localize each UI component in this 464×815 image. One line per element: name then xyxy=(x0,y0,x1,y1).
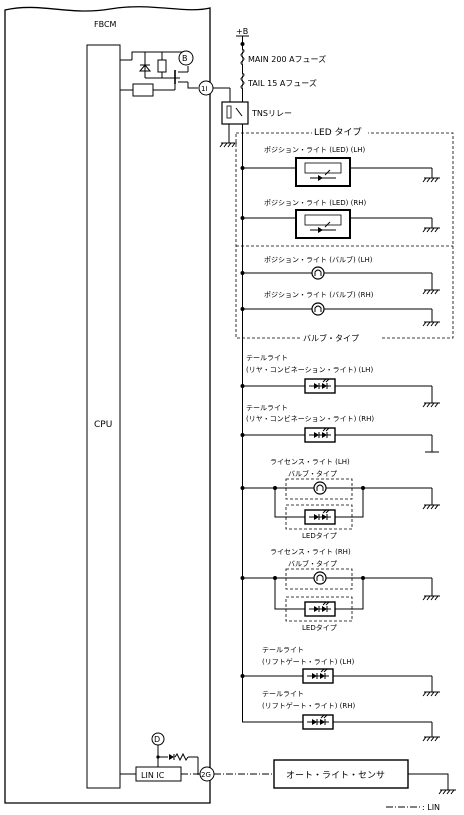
cpu-block xyxy=(86,44,121,789)
led-type-label: LED タイプ xyxy=(314,127,362,138)
main-fuse-label: MAIN 200 Aフューズ xyxy=(248,54,326,64)
position-light-led-rh: ポジション・ライト (LED) (RH) xyxy=(240,199,441,239)
svg-text:ポジション・ライト (バルブ) (LH): ポジション・ライト (バルブ) (LH) xyxy=(264,255,373,264)
svg-text:(リヤ・コンビネーション・ライト) (RH): (リヤ・コンビネーション・ライト) (RH) xyxy=(246,414,374,423)
auto-light-sensor-label: オート・ライト・センサ xyxy=(286,770,385,781)
terminal-1i: 1I xyxy=(198,80,231,102)
b-mark: B xyxy=(182,54,188,63)
svg-text:1I: 1I xyxy=(201,85,208,93)
bulb-type-label: バルブ・タイプ xyxy=(303,333,359,343)
license-light-rh: ライセンス・ライト (RH) バルブ・タイプ LEDタイプ xyxy=(240,548,441,632)
tns-relay xyxy=(221,101,249,125)
tns-relay-label: TNSリレー xyxy=(251,109,292,118)
license-light-lh: ライセンス・ライト (LH) バルブ・タイプ LEDタイプ xyxy=(240,458,441,540)
position-light-led-lh: ポジション・ライト (LED) (LH) xyxy=(240,146,441,187)
fbcm-label: FBCM xyxy=(94,20,117,29)
d-mark: D xyxy=(154,735,160,744)
auto-light-sensor xyxy=(273,759,409,789)
svg-text:LEDタイプ: LEDタイプ xyxy=(302,531,337,540)
tail-light-liftgate-rh: テールライト (リフトゲート・ライト) (RH) xyxy=(242,676,441,742)
power-supply: +B MAIN 200 Aフューズ TAIL 15 Aフューズ TNSリレー xyxy=(219,27,326,722)
cpu-label: CPU xyxy=(94,420,112,430)
relay-driver-circuit: B xyxy=(120,50,198,97)
tail-light-rear-combi-rh: テールライト (リヤ・コンビネーション・ライト) (RH) xyxy=(240,404,439,453)
position-light-group: LED タイプ バルブ・タイプ xyxy=(235,126,454,344)
svg-text:ライセンス・ライト (RH): ライセンス・ライト (RH) xyxy=(270,548,351,556)
plus-b-label: +B xyxy=(236,27,248,36)
svg-text:ポジション・ライト (LED) (RH): ポジション・ライト (LED) (RH) xyxy=(264,199,366,207)
lin-circuit: D LIN IC 2G オート・ライト・センサ xyxy=(120,732,457,795)
tail-fuse-label: TAIL 15 Aフューズ xyxy=(247,78,317,88)
tail-light-rear-combi-lh: テールライト (リヤ・コンビネーション・ライト) (LH) xyxy=(240,354,441,408)
terminal-2g: 2G xyxy=(201,771,211,779)
svg-text:LEDタイプ: LEDタイプ xyxy=(302,623,337,632)
svg-text:テールライト: テールライト xyxy=(262,690,304,698)
svg-text:テールライト: テールライト xyxy=(246,354,288,362)
position-light-bulb-lh: ポジション・ライト (バルブ) (LH) xyxy=(240,255,441,295)
svg-text:(リヤ・コンビネーション・ライト) (LH): (リヤ・コンビネーション・ライト) (LH) xyxy=(246,365,373,374)
lin-ic-label: LIN IC xyxy=(141,771,165,780)
legend: : LIN xyxy=(386,803,440,812)
legend-lin: : LIN xyxy=(422,803,440,812)
svg-text:テールライト: テールライト xyxy=(262,646,304,654)
svg-text:ポジション・ライト (LED) (LH): ポジション・ライト (LED) (LH) xyxy=(264,146,366,154)
svg-text:ライセンス・ライト (LH): ライセンス・ライト (LH) xyxy=(270,458,350,466)
svg-text:ポジション・ライト (バルブ) (RH): ポジション・ライト (バルブ) (RH) xyxy=(264,290,374,299)
position-light-bulb-rh: ポジション・ライト (バルブ) (RH) xyxy=(240,290,441,327)
svg-text:(リフトゲート・ライト) (RH): (リフトゲート・ライト) (RH) xyxy=(262,701,356,710)
svg-text:バルブ・タイプ: バルブ・タイプ xyxy=(288,559,337,568)
fbcm-module: FBCM CPU xyxy=(4,6,211,804)
svg-text:(リフトゲート・ライト) (LH): (リフトゲート・ライト) (LH) xyxy=(262,657,355,666)
svg-text:バルブ・タイプ: バルブ・タイプ xyxy=(288,469,337,478)
svg-text:テールライト: テールライト xyxy=(246,404,288,412)
tail-light-liftgate-lh: テールライト (リフトゲート・ライト) (LH) xyxy=(240,646,441,697)
